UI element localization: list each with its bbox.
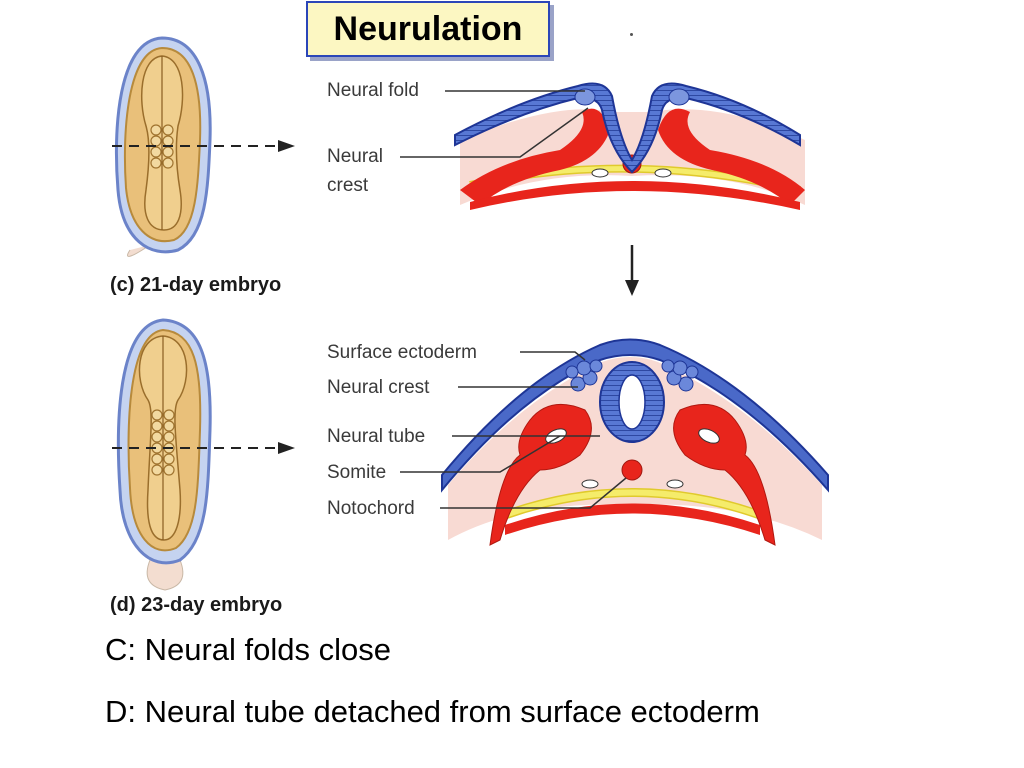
note-d: D: Neural tube detached from surface ect… [105, 694, 760, 730]
embryo-21-day [116, 38, 210, 256]
label-neural-crest-c-line1: Neural [327, 145, 383, 169]
label-somite: Somite [327, 461, 386, 485]
embryo-23-day [118, 320, 210, 590]
label-neural-tube: Neural tube [327, 425, 425, 449]
cross-section-c [455, 84, 805, 210]
down-arrow-icon [625, 280, 639, 296]
label-surface-ectoderm: Surface ectoderm [327, 341, 477, 365]
label-neural-crest-c-line2: crest [327, 174, 368, 198]
caption-21-day: (c) 21-day embryo [110, 274, 281, 297]
arrow-c-icon [278, 140, 295, 152]
note-c: C: Neural folds close [105, 632, 391, 668]
arrow-d-icon [278, 442, 295, 454]
label-neural-crest-d: Neural crest [327, 376, 429, 400]
caption-23-day: (d) 23-day embryo [110, 594, 282, 617]
cross-section-d [442, 340, 828, 546]
label-neural-fold: Neural fold [327, 79, 419, 103]
label-notochord: Notochord [327, 497, 415, 521]
